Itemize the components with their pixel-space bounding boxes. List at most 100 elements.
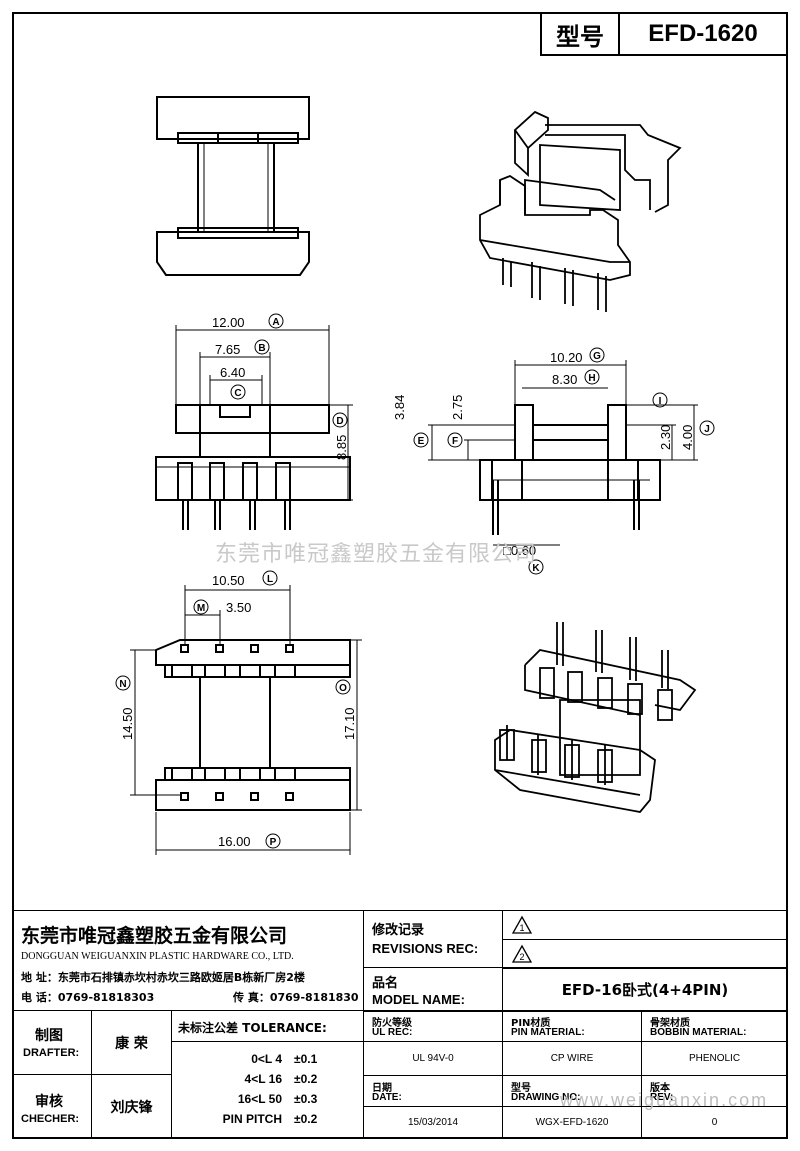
dim-e-value: 3.84 [392,395,407,420]
dim-m-value: 3.50 [226,600,251,615]
dim-g-value: 10.20 [550,350,583,365]
tag-d: D [332,412,348,428]
svg-text:E: E [418,436,425,447]
dimension-lines [130,325,698,855]
tolerance-rows: 0<L 4±0.1 4<L 16±0.2 16<L 50±0.3 PIN PIT… [172,1049,363,1129]
rev-value: 0 [711,1117,718,1128]
checker-value: 刘庆锋 [110,1099,153,1116]
model-name-label-cn: 品名 [372,976,399,991]
dim-h-value: 8.30 [552,372,577,387]
tag-n: N [115,675,131,691]
model-name-label-en: MODEL NAME: [372,992,465,1007]
svg-text:I: I [659,396,662,407]
date-value-cell: 15/03/2014 [363,1106,503,1139]
bobbin-value-cell: PHENOLIC [641,1041,788,1076]
svg-text:M: M [197,603,205,614]
tolerance-cell: 未标注公差 TOLERANCE: 0<L 4±0.1 4<L 16±0.2 16… [171,1010,364,1139]
tolerance-range: 16<L 50 [237,1092,282,1106]
bobbin-value: PHENOLIC [688,1053,741,1064]
svg-text:B: B [258,343,265,354]
dim-f-value: 2.75 [450,395,465,420]
ul-value-cell: UL 94V-0 [363,1041,503,1076]
tag-g: G [589,347,605,363]
date-label-cn: 日期 [372,1083,392,1094]
drawing-label-en: DRAWING NO: [511,1092,581,1103]
dim-c-value: 6.40 [220,365,245,380]
tag-a: A [268,313,284,329]
tolerance-range: PIN PITCH [222,1112,282,1126]
tolerance-value: ±0.2 [294,1072,318,1086]
rev-value-cell: 0 [641,1106,788,1139]
tag-c: C [230,384,246,400]
date-value: 15/03/2014 [407,1117,459,1128]
ul-label-en: UL REC: [372,1027,413,1038]
drafter-label-en: DRAFTER: [23,1047,80,1059]
tag-h: H [584,369,600,385]
dim-a-value: 12.00 [212,315,245,330]
svg-text:1: 1 [519,923,524,933]
date-label-en: DATE: [372,1092,402,1103]
drafter-value: 康 荣 [115,1035,148,1052]
checker-label-cell: 审核 CHECHER: [12,1074,92,1139]
revision-triangle-icon: 1 [511,915,533,934]
tag-b: B [254,339,270,355]
drafter-label-cell: 制图 DRAFTER: [12,1010,92,1075]
tolerance-value: ±0.2 [294,1112,318,1126]
svg-text:2: 2 [519,952,524,962]
revisions-label-en: REVISIONS REC: [372,941,479,956]
pin-label-cell: PIN材质 PIN MATERIAL: [502,1010,642,1042]
ul-label-cell: 防火等级 UL REC: [363,1010,503,1042]
model-label-box: 型号 [540,12,620,56]
bobbin-label-en: BOBBIN MATERIAL: [650,1027,747,1038]
model-value-box: EFD-1620 [618,12,788,56]
svg-text:K: K [532,563,540,574]
dim-o-value: 17.10 [342,707,357,740]
company-address: 地 址：东莞市石排镇赤坎村赤坎三路欧姬居B栋新厂房2楼 [21,971,305,984]
model-value: EFD-1620 [648,20,758,47]
svg-text:A: A [272,317,279,328]
watermark-text: 东莞市唯冠鑫塑胶五金有限公司 [215,542,538,567]
tolerance-range: 0<L 4 [251,1052,282,1066]
top-view [156,96,310,276]
dim-k-value: □0.60 [503,543,536,558]
company-block: 东莞市唯冠鑫塑胶五金有限公司 DONGGUAN WEIGUANXIN PLAST… [12,910,364,1011]
tolerance-value: ±0.1 [294,1052,318,1066]
pin-label-en: PIN MATERIAL: [511,1027,585,1038]
dim-l-value: 10.50 [212,573,245,588]
checker-value-cell: 刘庆锋 [91,1074,172,1139]
side-view [479,404,661,535]
revision-row-2: 2 [502,939,788,969]
rev-label-en: REV: [650,1092,674,1103]
date-label-cell: 日期 DATE: [363,1075,503,1107]
watermark-url: www.weiguanxin.com [560,1090,769,1110]
iso-view-bottom [494,622,697,813]
rev-label-cn: 版本 [650,1083,670,1094]
svg-text:J: J [704,424,710,435]
revision-row-1: 1 [502,910,788,940]
revisions-label-cn: 修改记录 [372,923,425,938]
drafter-label-cn: 制图 [35,1028,63,1044]
drafter-value-cell: 康 荣 [91,1010,172,1075]
svg-text:D: D [336,416,343,427]
drawing-value: WGX-EFD-1620 [535,1117,609,1128]
model-label: 型号 [556,22,604,51]
company-fax: 传 真：0769-8181830 [233,991,359,1004]
dim-i-value: 2.30 [658,425,673,450]
pin-value: CP WIRE [550,1053,594,1064]
ul-label-cn: 防火等级 [372,1018,412,1029]
svg-text:O: O [339,683,347,694]
tag-p: P [265,833,281,849]
company-tel: 电 话：0769-81818303 [21,991,155,1004]
tag-e: E [413,432,429,448]
tag-o: O [335,679,351,695]
dim-d-value: 8.85 [334,435,349,460]
checker-label-en: CHECHER: [21,1113,80,1125]
tolerance-value: ±0.3 [294,1092,318,1106]
tag-j: J [699,420,715,436]
revision-triangle-icon: 2 [511,944,533,963]
bobbin-label-cn: 骨架材质 [650,1018,690,1029]
dim-b-value: 7.65 [215,342,240,357]
svg-text:N: N [119,679,126,690]
model-name-label-cell: 品名 MODEL NAME: [363,967,503,1012]
dim-n-value: 14.50 [120,707,135,740]
